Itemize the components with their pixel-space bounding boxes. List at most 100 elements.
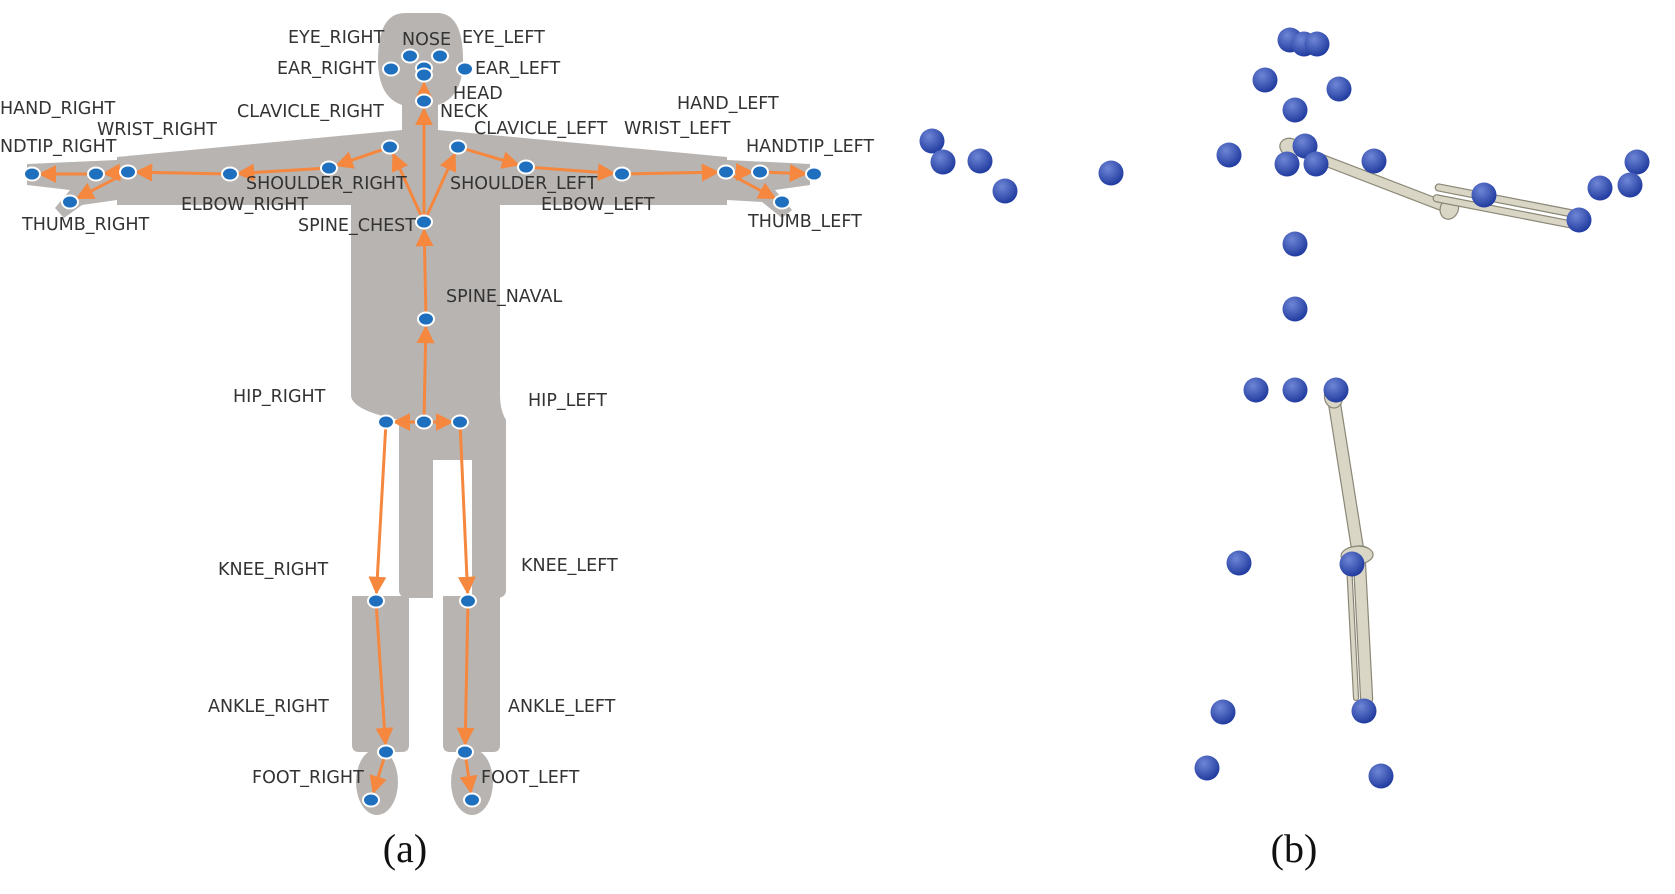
joint-elbow-right: [221, 166, 239, 182]
label-wrist-right: WRIST_RIGHT: [97, 120, 217, 140]
joint-sphere: [1361, 148, 1387, 174]
joint-hand-left: [751, 164, 769, 180]
joint-sphere: [1326, 76, 1352, 102]
bone-mesh-left-thigh: [1323, 385, 1373, 565]
joint-thumb-left: [773, 194, 791, 210]
joint-sphere: [1243, 377, 1269, 403]
label-shoulder-left: SHOULDER_LEFT: [450, 174, 598, 194]
joint-sphere: [967, 148, 993, 174]
bone-arrow-wrist_right-to-thumb_right: [75, 173, 123, 200]
joint-clavicle-left: [449, 139, 467, 155]
joint-sphere: [1323, 377, 1349, 403]
joint-elbow-left: [613, 166, 631, 182]
joint-handtip-right: [23, 166, 41, 182]
joint-hand-right: [87, 166, 105, 182]
bone-arrow-spine_chest-to-clavicle_left: [425, 152, 457, 217]
bone-arrow-elbow_right-to-wrist_right: [134, 163, 224, 182]
joint-sphere: [1282, 97, 1308, 123]
bone-arrows: [38, 81, 808, 795]
joint-sphere: [1339, 551, 1365, 577]
label-thumb-left: THUMB_LEFT: [747, 212, 862, 232]
bone-arrow-knee_right-to-ankle_right: [374, 607, 394, 746]
joint-sphere: [1216, 142, 1242, 168]
label-neck: NECK: [440, 102, 488, 122]
joint-sphere: [1566, 207, 1592, 233]
joint-sphere: [1368, 763, 1394, 789]
bone-arrow-shoulder_right-to-elbow_right: [236, 163, 323, 182]
joint-clavicle-right: [381, 139, 399, 155]
bone-arrow-spine_chest-to-clavicle_right: [391, 152, 423, 217]
joint-sphere: [1587, 175, 1613, 201]
label-nose: NOSE: [402, 30, 451, 50]
joint-foot-left: [463, 792, 481, 808]
joint-eye-right: [401, 48, 419, 64]
label-clavicle-right: CLAVICLE_RIGHT: [237, 102, 384, 122]
joint-neck: [415, 93, 433, 109]
joint-sphere: [1282, 377, 1308, 403]
bone-arrow-elbow_left-to-wrist_left: [628, 163, 720, 182]
bone-arrow-ankle_left-to-foot_left: [459, 758, 478, 794]
joint-thumb-right: [61, 194, 79, 210]
label-eye-right: EYE_RIGHT: [288, 28, 385, 48]
bone-arrow-clavicle_right-to-shoulder_right: [334, 147, 384, 169]
joint-markers: [23, 48, 823, 808]
label-hand-right: HAND_RIGHT: [0, 99, 115, 119]
joint-ear-left: [456, 61, 474, 77]
joint-sphere: [1252, 67, 1278, 93]
joint-sphere: [1194, 755, 1220, 781]
bone-arrow-spine_naval-to-spine_chest: [415, 228, 434, 313]
joint-spine-naval: [417, 311, 435, 327]
bone-arrow-knee_left-to-ankle_left: [456, 607, 475, 746]
joint-sphere: [1304, 31, 1330, 57]
caption-b: (b): [1271, 826, 1318, 871]
joint-sphere: [919, 128, 945, 154]
label-hip-left: HIP_LEFT: [528, 391, 607, 411]
label-hip-right: HIP_RIGHT: [233, 387, 326, 407]
joint-sphere: [992, 178, 1018, 204]
joint-knee-left: [459, 593, 477, 609]
label-head: HEAD: [453, 84, 503, 104]
label-handtip-left: HANDTIP_LEFT: [746, 137, 874, 157]
joint-spheres: [919, 27, 1650, 789]
joint-hip-left: [451, 414, 469, 430]
label-handtip-right: NDTIP_RIGHT: [0, 137, 117, 157]
caption-a: (a): [383, 826, 427, 871]
joint-sphere: [1274, 151, 1300, 177]
joint-wrist-left: [717, 164, 735, 180]
label-ankle-left: ANKLE_LEFT: [508, 697, 616, 717]
joint-sphere: [1617, 172, 1643, 198]
joint-sphere: [1226, 550, 1252, 576]
bone-arrow-pelvis-to-spine_naval: [416, 325, 435, 416]
label-elbow-left: ELBOW_LEFT: [541, 195, 655, 215]
panel-b: (b): [919, 27, 1650, 871]
joint-head: [415, 67, 433, 83]
bone-arrow-shoulder_left-to-elbow_left: [532, 163, 616, 182]
bone-arrow-ankle_right-to-foot_right: [369, 758, 387, 795]
bone-arrow-wrist_left-to-thumb_left: [731, 173, 777, 200]
label-knee-left: KNEE_LEFT: [521, 556, 618, 576]
joint-sphere: [1098, 160, 1124, 186]
bone-arrow-hip_left-to-knee_left: [457, 428, 476, 595]
label-hand-left: HAND_LEFT: [677, 94, 779, 114]
joint-sphere: [1282, 296, 1308, 322]
joint-handtip-left: [805, 166, 823, 182]
joint-sphere: [1624, 149, 1650, 175]
label-foot-left: FOOT_LEFT: [481, 768, 580, 788]
bone-arrow-wrist_right-to-hand_right: [102, 163, 122, 182]
joint-hip-right: [377, 414, 395, 430]
label-ear-right: EAR_RIGHT: [277, 59, 376, 79]
label-thumb-right: THUMB_RIGHT: [21, 215, 150, 235]
joint-ankle-left: [456, 744, 474, 760]
joint-ankle-right: [377, 744, 395, 760]
joint-foot-right: [362, 792, 380, 808]
joint-sphere: [1210, 699, 1236, 725]
joint-knee-right: [367, 593, 385, 609]
label-ear-left: EAR_LEFT: [475, 59, 561, 79]
joint-sphere: [1471, 182, 1497, 208]
joint-shoulder-right: [320, 160, 338, 176]
bone-arrow-clavicle_left-to-shoulder_left: [464, 147, 521, 169]
joint-sphere: [1351, 698, 1377, 724]
joint-ear-right: [382, 61, 400, 77]
